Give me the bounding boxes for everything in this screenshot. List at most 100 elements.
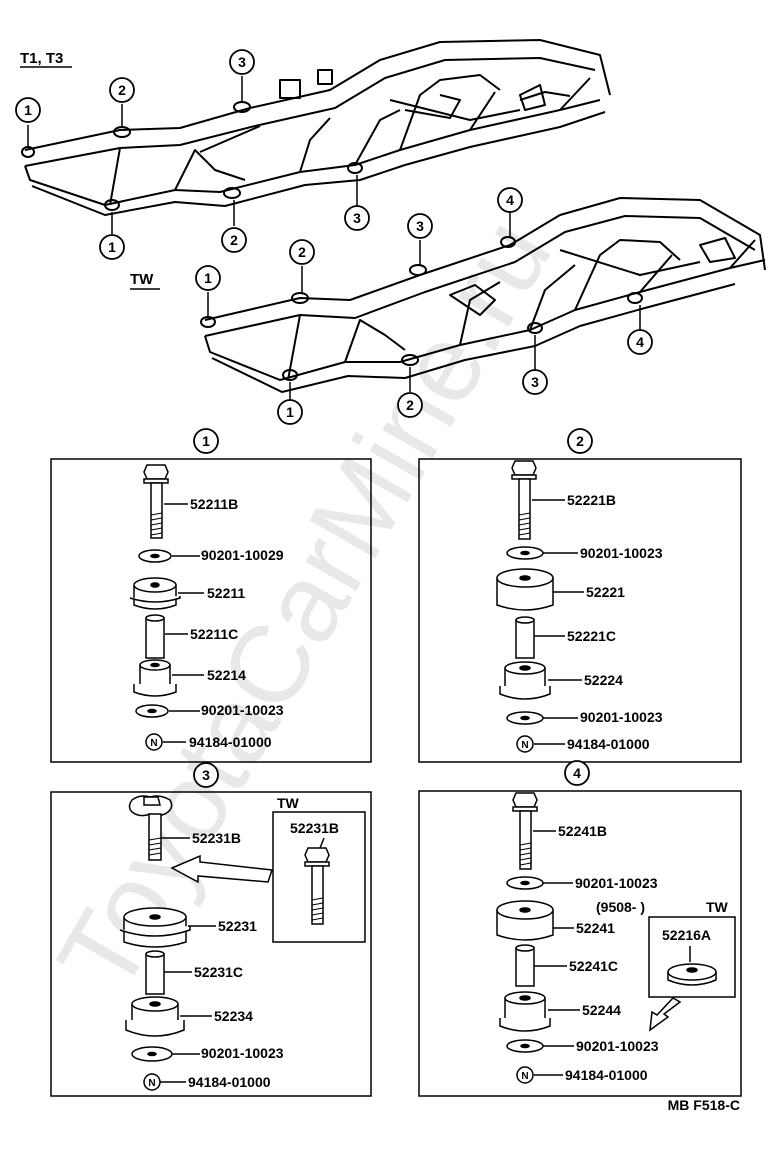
- panel-2-callout: [567, 428, 593, 454]
- panel-1-box: [50, 458, 372, 763]
- inset-part-label: 52231B: [290, 820, 339, 836]
- panel-2-number: 2: [576, 433, 584, 449]
- part-label: 52211C: [190, 626, 238, 642]
- callout-number: 2: [230, 232, 238, 248]
- part-label: 52241C: [569, 958, 618, 974]
- part-label: 90201-10023: [580, 545, 663, 561]
- washer-part: [135, 704, 169, 718]
- cushion-upper-part: [496, 568, 554, 611]
- bolt-part: [304, 847, 330, 925]
- inset-date: (9508- ): [596, 899, 645, 915]
- callout-circle: [497, 187, 523, 213]
- part-label: 52231B: [192, 830, 241, 846]
- nut-symbol: N: [516, 735, 534, 753]
- bolt-part: [511, 460, 537, 540]
- part-label: 52211B: [190, 496, 238, 512]
- cushion-upper-part: [129, 577, 181, 610]
- svg-text:N: N: [521, 1071, 528, 1082]
- part-label: 52211: [207, 585, 245, 601]
- callout-circle: [344, 205, 370, 231]
- inset-part-label: 52216A: [662, 927, 711, 943]
- part-label: 52221B: [567, 492, 616, 508]
- callout-number: 2: [298, 244, 306, 260]
- panel-3-callout: [193, 762, 219, 788]
- callout-circle: [195, 265, 221, 291]
- footer-code: MB F518-C: [668, 1097, 740, 1113]
- washer-part: [131, 1046, 173, 1062]
- part-label: 52224: [584, 672, 623, 688]
- panel-1: 1: [50, 428, 372, 763]
- callout-circle: [627, 329, 653, 355]
- nut-symbol: N: [516, 1066, 534, 1084]
- part-label: 52221C: [567, 628, 616, 644]
- bolt-part: [143, 464, 169, 539]
- part-label: 52231C: [194, 964, 243, 980]
- bolt-part: [512, 792, 538, 870]
- washer-part: [138, 549, 172, 563]
- washer-part: [506, 711, 544, 725]
- washer-part: [506, 546, 544, 560]
- panel-3-number: 3: [202, 767, 210, 783]
- reference-arrow: [170, 854, 274, 884]
- part-label: 94184-01000: [565, 1067, 648, 1083]
- callout-number: 3: [531, 374, 539, 390]
- frame-tw-leaders: [207, 212, 641, 400]
- callout-circle: [229, 49, 255, 75]
- cushion-lower-part: [125, 996, 185, 1037]
- callout-circle: [407, 213, 433, 239]
- panel-3-inset: TW 52231B: [272, 795, 366, 943]
- svg-text:N: N: [148, 1078, 155, 1089]
- part-label: 90201-10023: [201, 1045, 284, 1061]
- t1-t3-label: T1, T3: [20, 50, 63, 67]
- part-label: 52214: [207, 667, 246, 683]
- part-label: 94184-01000: [188, 1074, 271, 1090]
- panel-4-box: [418, 790, 742, 1097]
- cushion-lower-part: [133, 659, 177, 697]
- part-label: 90201-10029: [201, 547, 284, 563]
- tw-label: TW: [130, 271, 154, 288]
- nut-symbol: N: [143, 1073, 161, 1091]
- callout-circle: [397, 392, 423, 418]
- frame-t1-t3-leaders: [27, 76, 358, 234]
- washer-part: [506, 1039, 544, 1053]
- panel-4-inset: (9508- ) TW 52216A: [596, 899, 736, 1032]
- inset-title: TW: [277, 795, 300, 811]
- retainer-part: [667, 963, 717, 986]
- callout-circle: [15, 97, 41, 123]
- callout-number: 1: [286, 404, 294, 420]
- panel-4-callout: [564, 760, 590, 786]
- cushion-lower-part: [499, 991, 551, 1032]
- callout-number: 3: [238, 54, 246, 70]
- sleeve-part: [515, 944, 535, 987]
- reference-arrow: [649, 997, 682, 1032]
- callout-number: 1: [204, 270, 212, 286]
- washer-part: [506, 876, 544, 890]
- part-label: 94184-01000: [567, 736, 650, 752]
- part-label: 52234: [214, 1008, 253, 1024]
- part-label: 90201-10023: [575, 875, 658, 891]
- svg-text:N: N: [521, 740, 528, 751]
- cushion-upper-part: [496, 900, 554, 941]
- part-label: 90201-10023: [580, 709, 663, 725]
- frame-t1-t3: [21, 39, 611, 216]
- panel-4-number: 4: [573, 765, 581, 781]
- panel-1-callout: [193, 428, 219, 454]
- callout-number: 2: [406, 397, 414, 413]
- callout-circle: [277, 399, 303, 425]
- panel-4: 4 N: [418, 760, 742, 1097]
- callout-circle: [99, 234, 125, 260]
- part-label: 52241: [576, 920, 615, 936]
- flange-bolt-part: [128, 795, 173, 861]
- callout-number: 3: [416, 218, 424, 234]
- callout-number: 4: [636, 334, 644, 350]
- panel-1-number: 1: [202, 433, 210, 449]
- part-label: 52231: [218, 918, 257, 934]
- callout-circle: [221, 227, 247, 253]
- sleeve-part: [145, 950, 165, 995]
- svg-text:N: N: [150, 738, 157, 749]
- callout-number: 1: [24, 102, 32, 118]
- part-label: 52241B: [558, 823, 607, 839]
- callout-number: 2: [118, 82, 126, 98]
- t1-t3-callouts: 1 2 3 1 2 3: [15, 49, 370, 260]
